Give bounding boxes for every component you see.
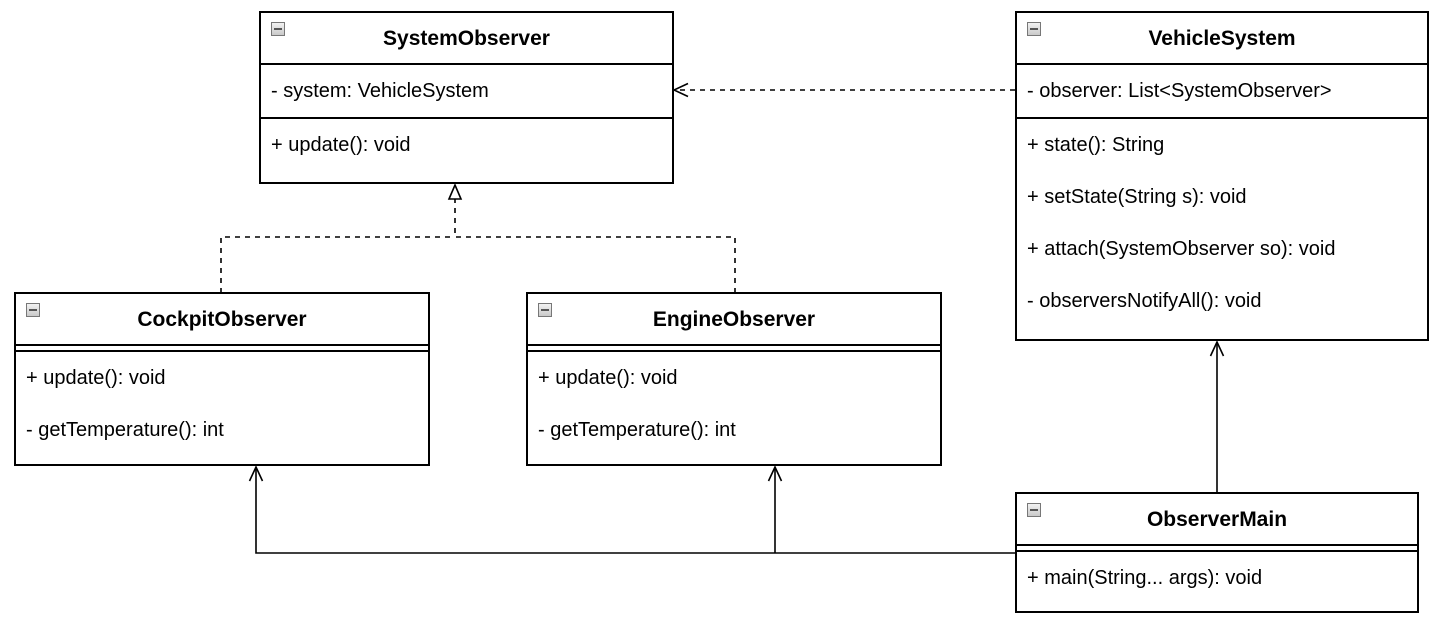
operations-compartment: + state(): String + setState(String s): … [1017, 119, 1427, 327]
class-name: ObserverMain [1146, 508, 1288, 531]
operation: - getTemperature(): int [538, 419, 736, 441]
realization-cockpitobserver-to-systemobserver[interactable] [220, 236, 455, 293]
operation: + update(): void [538, 367, 678, 389]
collapse-icon[interactable] [1027, 503, 1041, 517]
collapse-icon[interactable] [538, 303, 552, 317]
operation: - getTemperature(): int [26, 419, 224, 441]
class-name: SystemObserver [383, 27, 550, 50]
class-name: EngineObserver [652, 308, 816, 331]
attributes-compartment [528, 346, 940, 352]
realization-engineobserver-to-systemobserver[interactable] [455, 185, 736, 293]
operation: + update(): void [271, 134, 411, 156]
class-header: SystemObserver [261, 13, 672, 65]
class-header: CockpitObserver [16, 294, 428, 346]
attribute: - observer: List<SystemObserver> [1027, 80, 1332, 102]
collapse-icon[interactable] [26, 303, 40, 317]
operation: - observersNotifyAll(): void [1027, 290, 1262, 312]
operation: + attach(SystemObserver so): void [1027, 238, 1336, 260]
attribute: - system: VehicleSystem [271, 80, 489, 102]
class-header: EngineObserver [528, 294, 940, 346]
class-cockpitobserver[interactable]: CockpitObserver + update(): void - getTe… [14, 292, 430, 466]
attributes-compartment: - system: VehicleSystem [261, 65, 672, 119]
collapse-icon[interactable] [271, 22, 285, 36]
class-name: CockpitObserver [137, 308, 307, 331]
operations-compartment: + update(): void [261, 119, 672, 171]
class-vehiclesystem[interactable]: VehicleSystem - observer: List<SystemObs… [1015, 11, 1429, 341]
operation: + main(String... args): void [1027, 567, 1263, 589]
operations-compartment: + update(): void - getTemperature(): int [528, 352, 940, 456]
operation: + state(): String [1027, 134, 1165, 156]
class-observermain[interactable]: ObserverMain + main(String... args): voi… [1015, 492, 1419, 613]
class-header: ObserverMain [1017, 494, 1417, 546]
attributes-compartment [1017, 546, 1417, 552]
class-engineobserver[interactable]: EngineObserver + update(): void - getTem… [526, 292, 942, 466]
operation: + setState(String s): void [1027, 186, 1247, 208]
operation: + update(): void [26, 367, 166, 389]
association-observermain-to-cockpitobserver[interactable] [256, 467, 1015, 554]
operations-compartment: + update(): void - getTemperature(): int [16, 352, 428, 456]
attributes-compartment: - observer: List<SystemObserver> [1017, 65, 1427, 119]
class-name: VehicleSystem [1148, 27, 1296, 50]
class-header: VehicleSystem [1017, 13, 1427, 65]
class-systemobserver[interactable]: SystemObserver - system: VehicleSystem +… [259, 11, 674, 184]
collapse-icon[interactable] [1027, 22, 1041, 36]
attributes-compartment [16, 346, 428, 352]
operations-compartment: + main(String... args): void [1017, 552, 1417, 604]
